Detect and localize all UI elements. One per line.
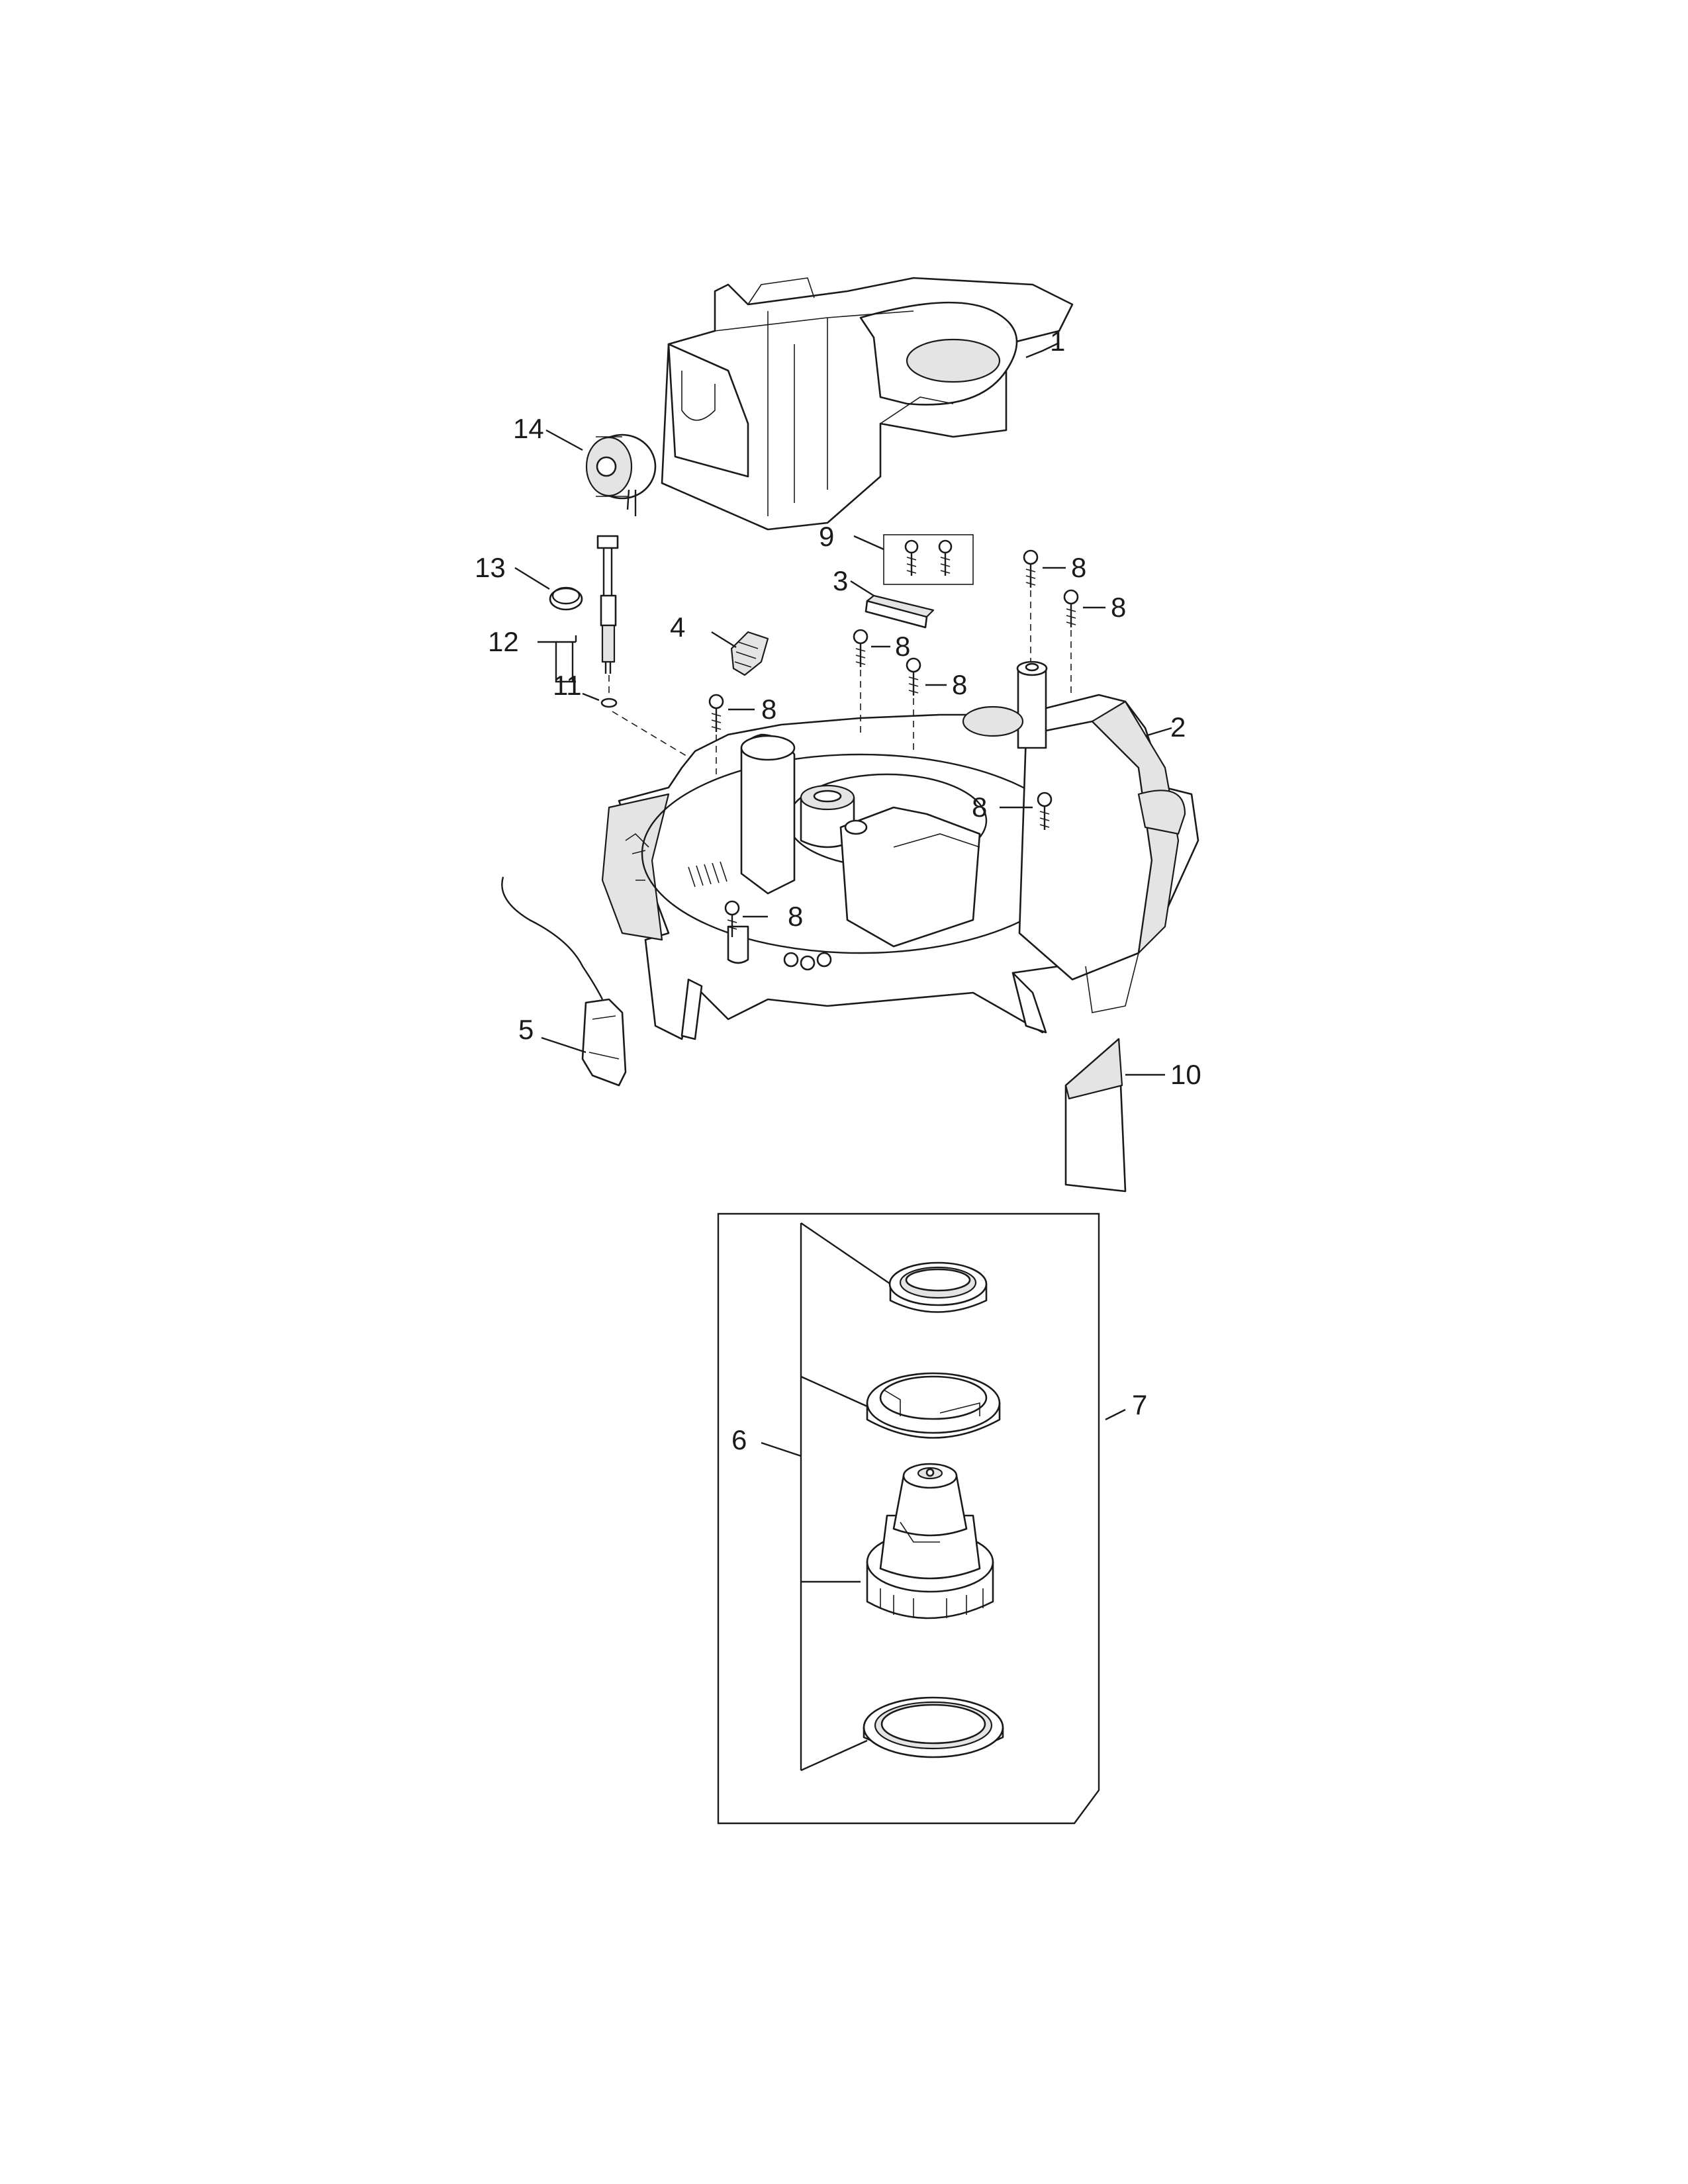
callout-8f: 8 <box>972 792 987 823</box>
motor <box>866 1463 994 1619</box>
part-2-base-housing <box>601 660 1199 1040</box>
callout-5: 5 <box>518 1014 534 1045</box>
screw-icon <box>906 657 921 696</box>
part-5-cable-bracket <box>501 876 627 1087</box>
part-3-bar <box>865 594 935 629</box>
callout-14: 14 <box>513 413 544 444</box>
callout-6: 6 <box>731 1424 747 1455</box>
callout-4: 4 <box>670 612 685 643</box>
screw-icon <box>708 694 724 732</box>
callout-8b: 8 <box>1111 592 1126 623</box>
callout-12: 12 <box>488 626 519 657</box>
part-10-panel <box>1064 1038 1127 1193</box>
callout-7: 7 <box>1132 1389 1147 1420</box>
seal-ring-bottom <box>863 1696 1004 1758</box>
callout-8c: 8 <box>895 631 910 662</box>
screw-icon <box>724 900 740 937</box>
callout-2: 2 <box>1170 711 1186 743</box>
part-12-sensor <box>596 535 619 674</box>
callout-8d: 8 <box>952 669 967 700</box>
screw-icon <box>1063 589 1079 627</box>
screw-icon <box>1023 549 1039 588</box>
leader-lines <box>514 341 1172 1772</box>
callout-3: 3 <box>833 565 848 596</box>
callout-10: 10 <box>1170 1059 1201 1090</box>
part-11-o-ring <box>600 698 618 708</box>
part-4-clip <box>730 631 769 676</box>
callout-13: 13 <box>475 552 506 583</box>
screw-icon <box>938 539 953 576</box>
part-7-motor-kit-frame <box>717 1212 1100 1825</box>
part-9-screw-set <box>883 534 974 585</box>
part-13-clamp <box>549 586 583 611</box>
callout-8a: 8 <box>1071 552 1086 583</box>
callout-1: 1 <box>1050 326 1065 357</box>
callout-9: 9 <box>819 521 834 552</box>
screw-icon <box>853 629 868 667</box>
callout-8g: 8 <box>788 901 803 932</box>
callout-11: 11 <box>553 670 582 701</box>
mounting-ring <box>866 1372 1001 1439</box>
part-1-upper-housing <box>661 277 1074 531</box>
screw-icon <box>1037 792 1053 830</box>
seal-ring-top <box>888 1261 988 1313</box>
callout-8e: 8 <box>761 694 776 725</box>
screw-icon <box>904 539 919 576</box>
callout-labels: 1 14 9 3 8 8 13 4 8 12 8 11 8 2 8 8 5 10… <box>475 326 1201 1455</box>
part-14-fan-motor <box>585 433 657 516</box>
